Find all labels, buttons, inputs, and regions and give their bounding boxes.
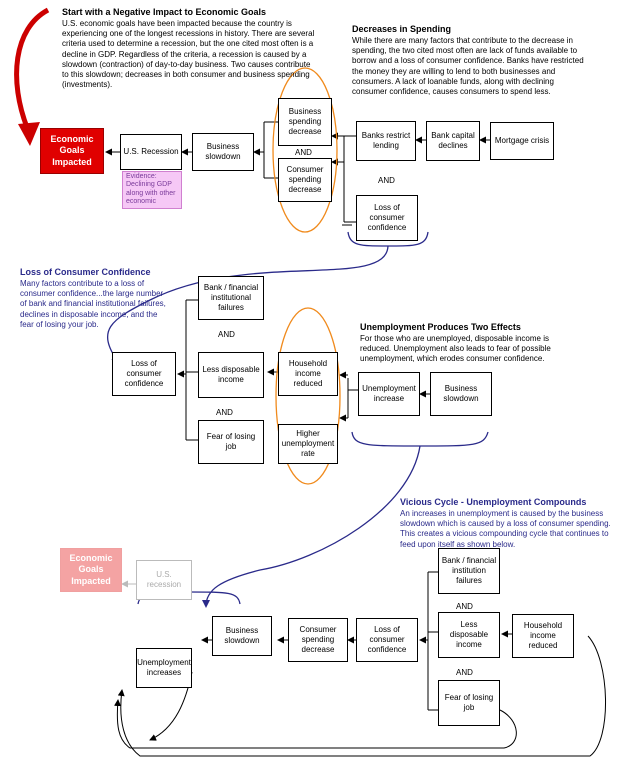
confidence-title: Loss of Consumer Confidence bbox=[20, 267, 151, 277]
unemployment-increase-box: Unemployment increase bbox=[358, 372, 420, 416]
bank-financial-failures-box: Bank / financial institutional failures bbox=[198, 276, 264, 320]
loss-of-consumer-confidence-box-3: Loss of consumer confidence bbox=[356, 618, 418, 662]
spending-ellipse bbox=[272, 67, 338, 233]
income-ellipse bbox=[275, 307, 341, 485]
economic-goals-impacted-box: Economic Goals Impacted bbox=[40, 128, 104, 174]
business-spending-decrease-box: Business spending decrease bbox=[278, 98, 332, 146]
and-label: AND bbox=[456, 668, 473, 677]
spending-text: While there are many factors that contri… bbox=[352, 36, 584, 97]
economic-goals-impacted-faded-box: Economic Goals Impacted bbox=[60, 548, 122, 592]
start-text: U.S. economic goals have been impacted b… bbox=[62, 19, 315, 90]
consumer-spending-decrease-box-3: Consumer spending decrease bbox=[288, 618, 348, 662]
unemployment-text: For those who are unemployed, disposable… bbox=[360, 334, 551, 364]
banks-restrict-lending-box: Banks restrict lending bbox=[356, 121, 416, 161]
evidence-note: Evidence: Declining GDP along with other… bbox=[122, 171, 182, 209]
us-recession-faded-box: U.S. recession bbox=[136, 560, 192, 600]
household-income-reduced-box: Household income reduced bbox=[278, 352, 338, 396]
loss-of-consumer-confidence-box-2: Loss of consumer confidence bbox=[112, 352, 176, 396]
fear-of-losing-job-box-3: Fear of losing job bbox=[438, 680, 500, 726]
spending-title: Decreases in Spending bbox=[352, 24, 452, 34]
less-disposable-income-box-3: Less disposable income bbox=[438, 612, 500, 658]
business-slowdown-box-3: Business slowdown bbox=[212, 616, 272, 656]
us-recession-box: U.S. Recession bbox=[120, 134, 182, 170]
bank-capital-declines-box: Bank capital declines bbox=[426, 121, 480, 161]
business-slowdown-box: Business slowdown bbox=[192, 133, 254, 171]
fear-of-losing-job-box: Fear of losing job bbox=[198, 420, 264, 464]
household-income-reduced-box-3: Household income reduced bbox=[512, 614, 574, 658]
consumer-spending-decrease-box: Consumer spending decrease bbox=[278, 158, 332, 202]
and-label: AND bbox=[378, 176, 395, 185]
vicious-title: Vicious Cycle - Unemployment Compounds bbox=[400, 497, 587, 507]
higher-unemployment-rate-box: Higher unemployment rate bbox=[278, 424, 338, 464]
unemployment-title: Unemployment Produces Two Effects bbox=[360, 322, 521, 332]
vicious-text: An increases in unemployment is caused b… bbox=[400, 509, 611, 549]
and-label: AND bbox=[218, 330, 235, 339]
unemployment-increases-box: Unemployment increases bbox=[136, 648, 192, 688]
mortgage-crisis-box: Mortgage crisis bbox=[490, 122, 554, 160]
red-start-arrow bbox=[14, 7, 50, 146]
bank-financial-failures-box-3: Bank / financial institution failures bbox=[438, 548, 500, 594]
and-label: AND bbox=[295, 148, 312, 157]
start-title: Start with a Negative Impact to Economic… bbox=[62, 7, 267, 17]
and-label: AND bbox=[216, 408, 233, 417]
confidence-text: Many factors contribute to a loss of con… bbox=[20, 279, 166, 329]
loss-of-consumer-confidence-box: Loss of consumer confidence bbox=[356, 195, 418, 241]
business-slowdown-box-2: Business slowdown bbox=[430, 372, 492, 416]
and-label: AND bbox=[456, 602, 473, 611]
less-disposable-income-box: Less disposable income bbox=[198, 352, 264, 398]
